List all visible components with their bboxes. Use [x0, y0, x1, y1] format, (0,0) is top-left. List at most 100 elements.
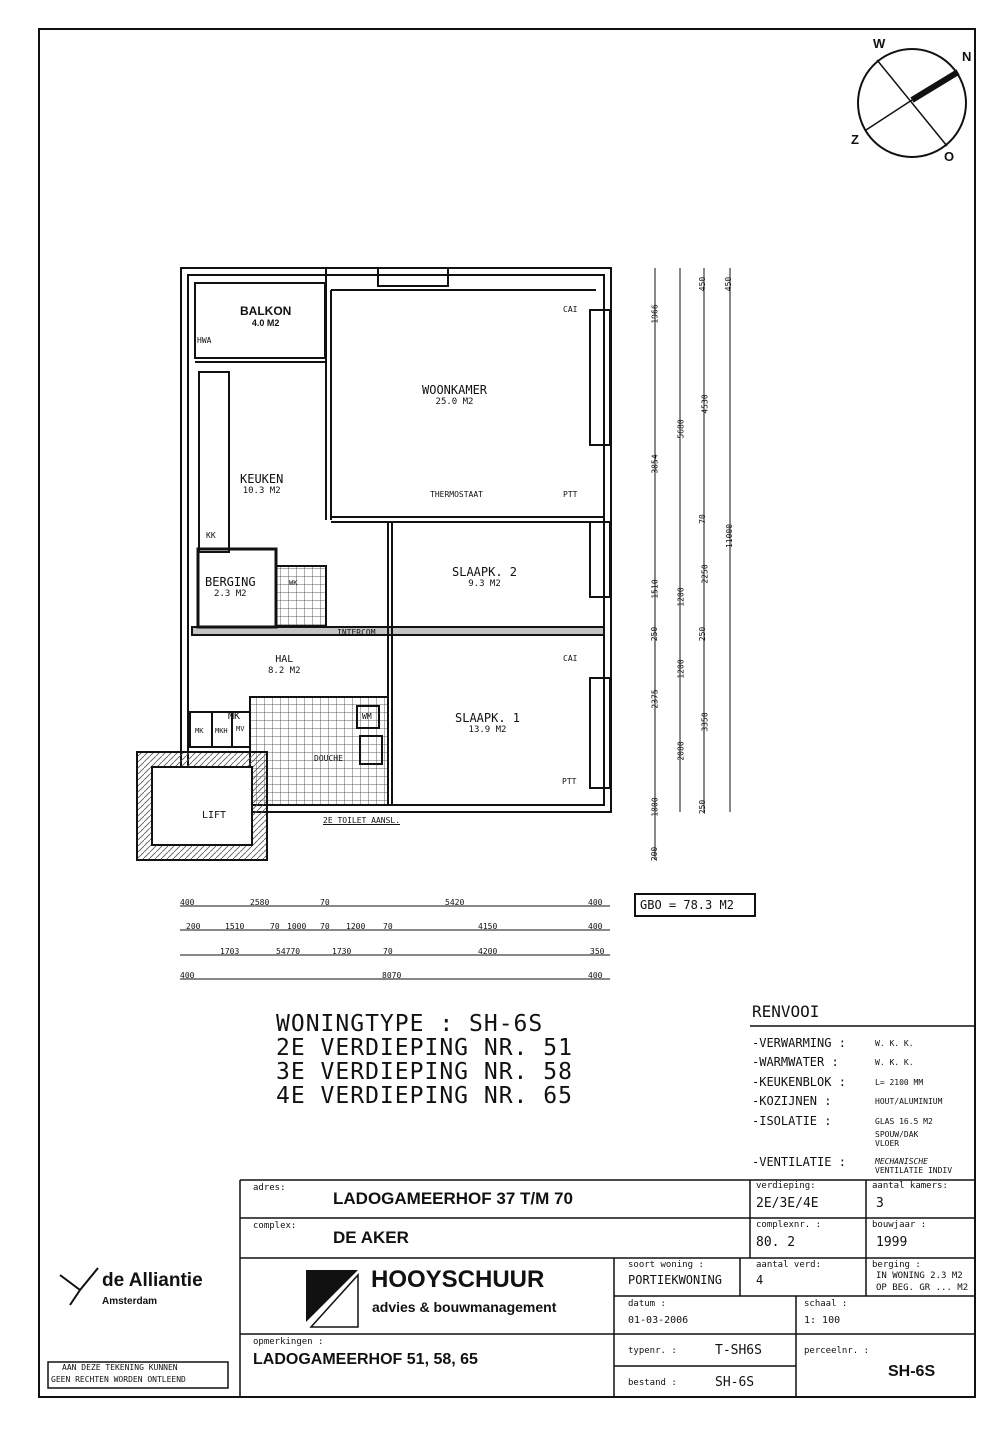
room-name: KEUKEN [240, 472, 284, 486]
dim-bottom: 54770 [276, 947, 301, 956]
label-douche: DOUCHE [314, 754, 343, 763]
label-mkh: MKH [215, 727, 228, 735]
verdieping-value: 2E/3E/4E [756, 1196, 819, 1211]
renvooi-heading: RENVOOI [752, 1002, 820, 1021]
renvooi-value: MECHANISCHE [875, 1157, 928, 1166]
dim-bottom: 1000 [287, 922, 307, 931]
compass-w: W [873, 36, 886, 51]
compass-z: Z [851, 132, 859, 147]
dim-bottom: 1730 [332, 947, 352, 956]
renvooi-key: -VENTILATIE : [752, 1155, 846, 1169]
complexnr-value: 80. 2 [756, 1235, 796, 1250]
dim-bottom: 400 [588, 922, 603, 931]
berging-label: berging : [872, 1260, 921, 1270]
label-cai-top: CAI [563, 305, 578, 314]
room-area: 2.3 M2 [214, 589, 247, 599]
bouwjaar-value: 1999 [876, 1235, 908, 1250]
dim-right: 5680 [676, 419, 686, 439]
hooyschuur-logo-mark [306, 1270, 359, 1328]
complexnr-label: complexnr. : [756, 1220, 822, 1230]
dim-right: 250 [698, 799, 708, 815]
room-lift: LIFT [202, 810, 227, 821]
room-area: 13.9 M2 [468, 725, 507, 735]
perceel-value: SH-6S [888, 1363, 936, 1380]
adres-label: adres: [253, 1183, 286, 1193]
room-area: 8.2 M2 [268, 666, 301, 676]
complex-label: complex: [253, 1221, 297, 1231]
dim-right: 70 [697, 514, 707, 524]
schaal-label: schaal : [804, 1299, 848, 1309]
title-line: 4E VERDIEPING NR. 65 [276, 1083, 573, 1109]
label-mk-1: MK [228, 711, 241, 722]
dim-right: 11000 [725, 523, 735, 549]
compass-n: N [962, 49, 972, 64]
renvooi-key: -VERWARMING : [752, 1036, 846, 1050]
label-mk-2: MK [195, 727, 204, 735]
alliantie-city: Amsterdam [102, 1296, 158, 1307]
soort-label: soort woning : [628, 1260, 704, 1270]
renvooi-key: -KOZIJNEN : [752, 1094, 832, 1108]
room-name: BERGING [205, 575, 256, 589]
dim-bottom: 8070 [382, 971, 402, 980]
verdieping-label: verdieping: [756, 1181, 816, 1191]
berging-value-1: IN WONING 2.3 M2 [876, 1271, 963, 1281]
complex-value: DE AKER [333, 1228, 409, 1247]
label-cai-bottom: CAI [563, 654, 578, 663]
dim-bottom: 70 [320, 898, 330, 907]
room-name: WOONKAMER [422, 383, 488, 397]
bestand-label: bestand : [628, 1378, 677, 1388]
bouwjaar-label: bouwjaar : [872, 1220, 927, 1230]
soort-value: PORTIEKWONING [628, 1273, 722, 1287]
typenr-label: typenr. : [628, 1346, 677, 1356]
dim-right: 2375 [650, 689, 660, 709]
dim-right: 2250 [700, 564, 710, 584]
dim-right: 250 [650, 626, 660, 642]
opmerkingen-value: LADOGAMEERHOF 51, 58, 65 [253, 1351, 478, 1368]
renvooi-key: -WARMWATER : [752, 1055, 839, 1069]
dim-right: 450 [724, 276, 734, 292]
hooyschuur-logo-text: HOOYSCHUUR [371, 1266, 545, 1293]
label-thermostaat: THERMOSTAAT [430, 490, 483, 499]
dim-bottom: 4200 [478, 947, 498, 956]
renvooi-key: -ISOLATIE : [752, 1114, 832, 1128]
dim-bottom: 200 [186, 922, 201, 931]
dim-right: 450 [698, 276, 708, 292]
datum-label: datum : [628, 1299, 666, 1309]
opmerkingen-label: opmerkingen : [253, 1337, 324, 1347]
disclaimer-line: GEEN RECHTEN WORDEN ONTLEEND [51, 1375, 186, 1384]
berging-value-2: OP BEG. GR ... M2 [876, 1283, 969, 1293]
disclaimer-line: AAN DEZE TEKENING KUNNEN [62, 1363, 178, 1372]
room-name: SLAAPK. 2 [452, 565, 518, 579]
dim-bottom: 4150 [478, 922, 498, 931]
dim-bottom: 70 [383, 947, 393, 956]
label-wk: WK [289, 579, 298, 587]
dim-right: 3854 [650, 454, 660, 474]
perceel-label: perceelnr. : [804, 1346, 870, 1356]
room-name: HAL [275, 654, 294, 665]
dim-right: 1200 [676, 587, 686, 607]
compass-o: O [944, 149, 955, 164]
renvooi-value: GLAS 16.5 M2 [875, 1117, 933, 1126]
renvooi-value: VLOER [875, 1139, 900, 1148]
compass-rose [857, 48, 967, 158]
title-line: 2E VERDIEPING NR. 51 [276, 1035, 573, 1061]
label-wm: WM [362, 712, 372, 721]
hooyschuur-subtitle: advies & bouwmanagement [372, 1299, 557, 1315]
room-name: SLAAPK. 1 [455, 711, 521, 725]
label-kk: KK [206, 531, 216, 540]
renvooi-value: SPOUW/DAK [875, 1130, 919, 1139]
title-line: WONINGTYPE : SH-6S [276, 1011, 544, 1037]
room-area: 4.0 M2 [251, 318, 280, 328]
dim-bottom: 1200 [346, 922, 366, 931]
dim-bottom: 5420 [445, 898, 465, 907]
dim-bottom: 1510 [225, 922, 245, 931]
label-hwa: HWA [197, 336, 212, 345]
dim-right: 1510 [650, 579, 660, 599]
